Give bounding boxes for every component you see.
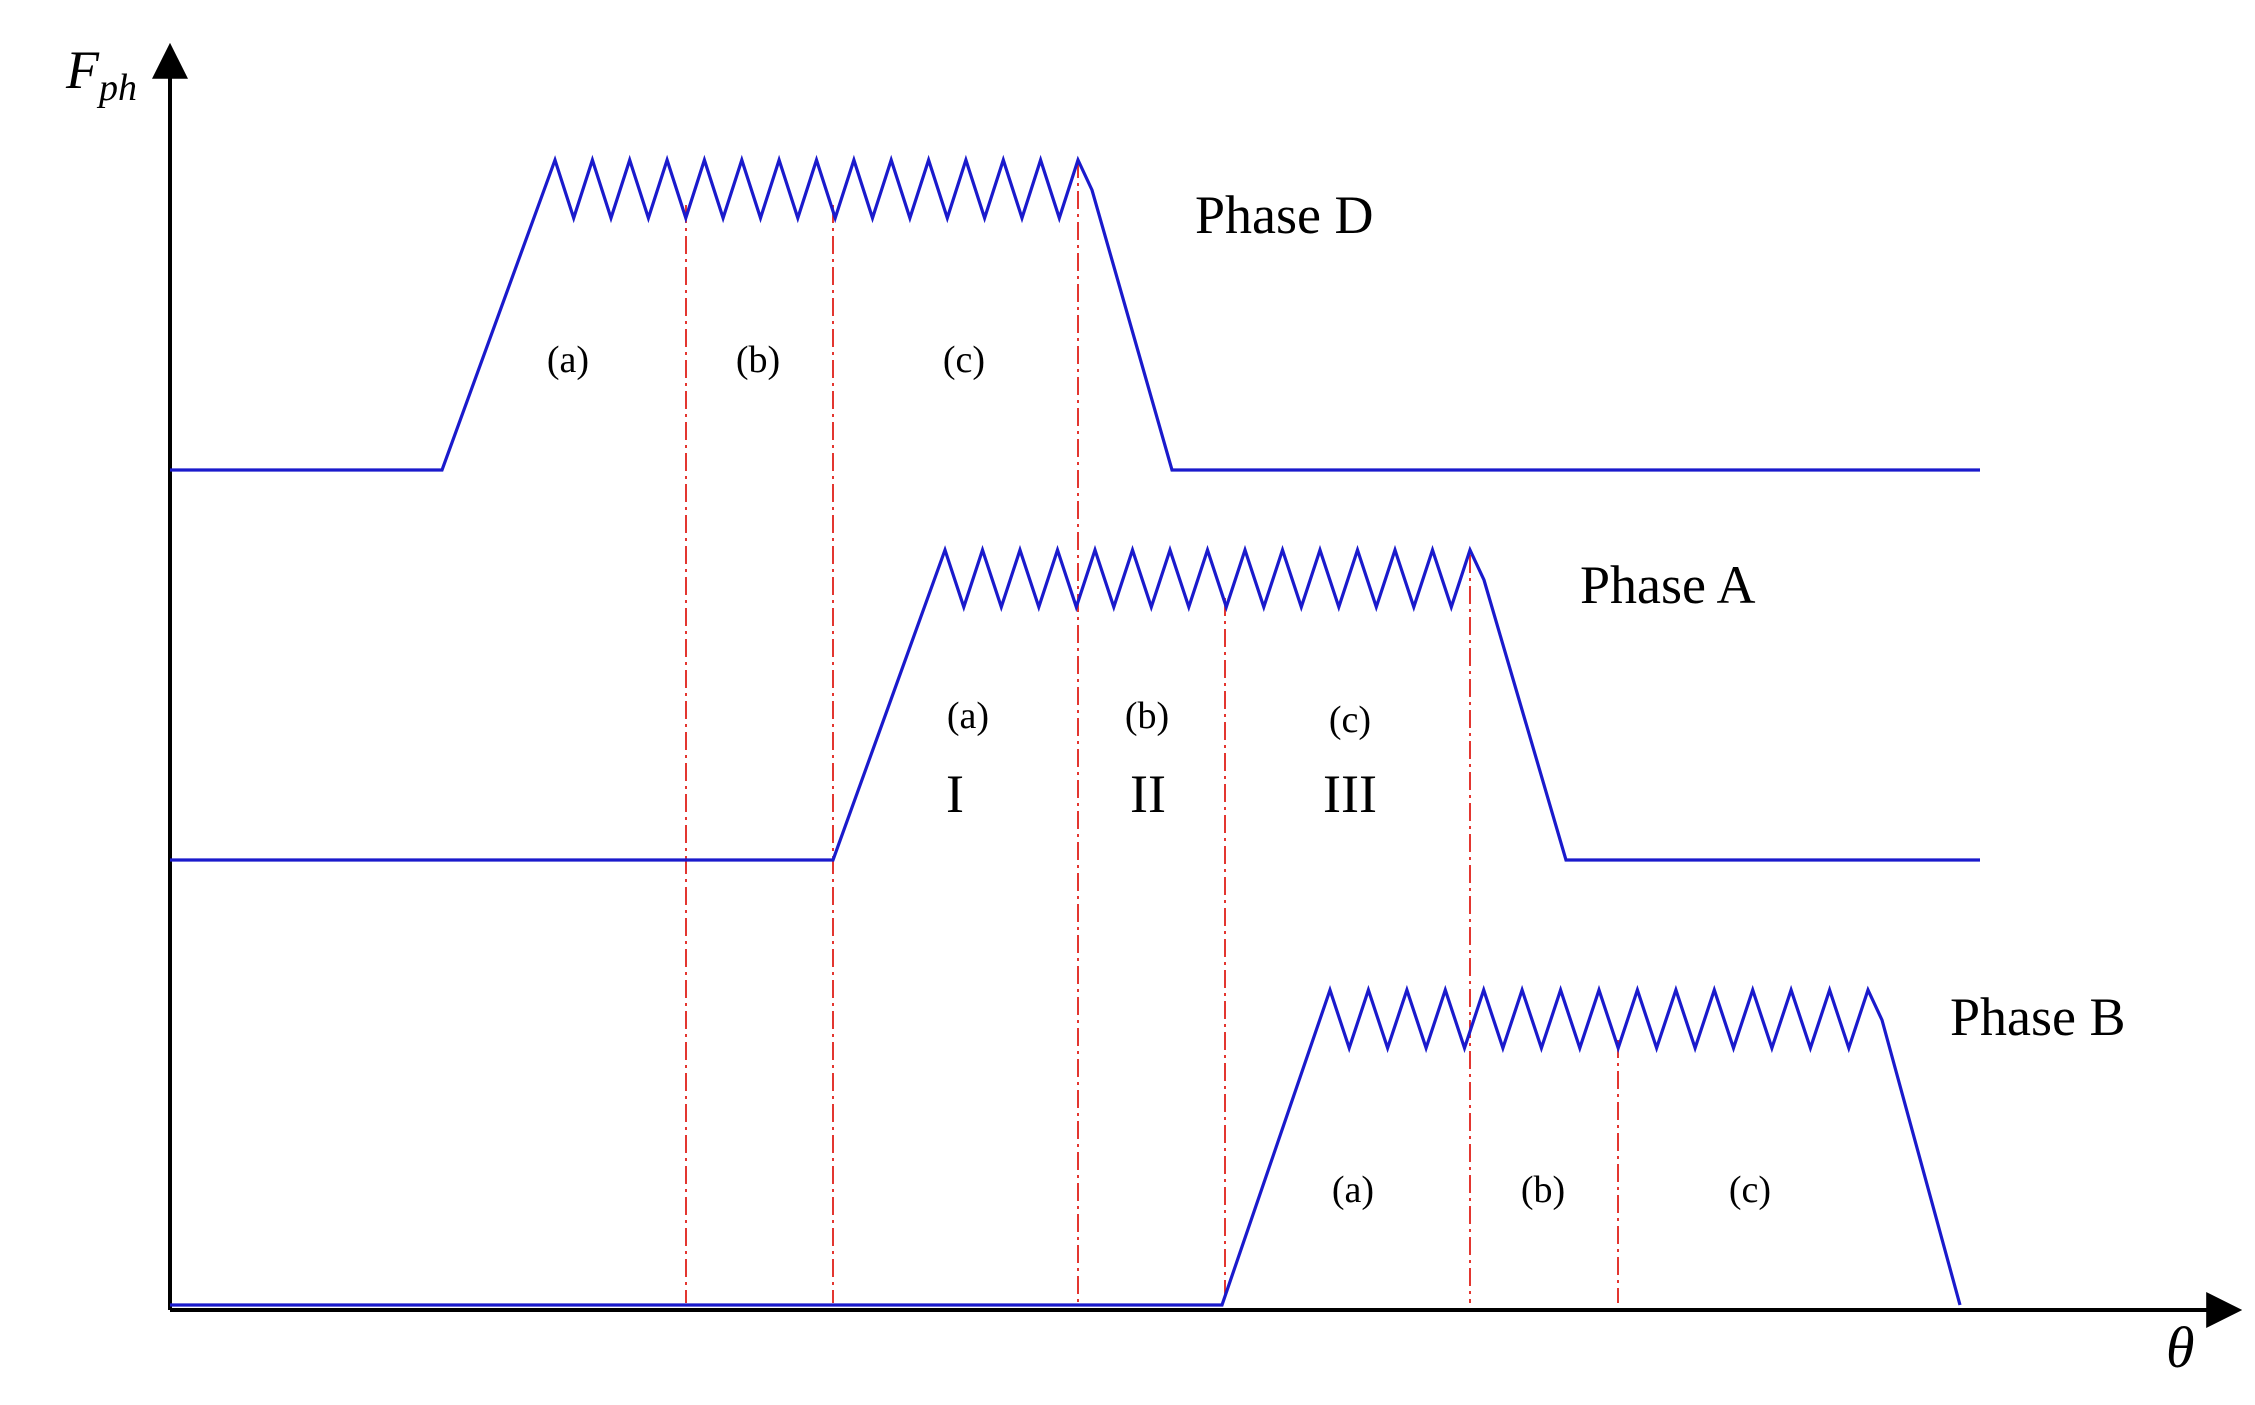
y-axis-label-main: F: [65, 40, 100, 100]
interval-dividers: [685, 160, 1619, 1303]
phase-a-region-1: I: [946, 764, 964, 824]
phase-a-label: Phase A: [1580, 555, 1756, 615]
phase-b-waveform: [170, 984, 1962, 1307]
phase-a-interval-c: (c): [1329, 699, 1371, 741]
y-axis-label-sub: ph: [96, 67, 137, 109]
phase-b-interval-c: (c): [1729, 1169, 1771, 1211]
phase-d-label: Phase D: [1195, 185, 1373, 245]
phase-d-interval-b: (b): [736, 339, 780, 381]
phase-b-label: Phase B: [1950, 987, 2126, 1047]
phase-d-interval-c: (c): [943, 339, 985, 381]
y-axis-label: Fph: [65, 40, 137, 109]
phase-a-interval-b: (b): [1125, 695, 1169, 737]
phase-a-interval-a: (a): [947, 695, 989, 737]
phase-d-group: Phase D (a) (b) (c): [170, 154, 1980, 472]
phase-d-interval-a: (a): [547, 339, 589, 381]
phase-b-group: Phase B (a) (b) (c): [170, 984, 2126, 1307]
phase-a-region-3: III: [1323, 764, 1377, 824]
phase-a-group: Phase A (a) (b) (c) I II III: [170, 544, 1980, 862]
phase-a-region-2: II: [1130, 764, 1166, 824]
x-axis-label: θ: [2166, 1315, 2195, 1380]
phase-b-interval-a: (a): [1332, 1169, 1374, 1211]
axes: Fph θ: [65, 40, 2243, 1380]
phase-b-interval-b: (b): [1521, 1169, 1565, 1211]
phase-a-waveform: [170, 544, 1980, 862]
phase-d-waveform: [170, 154, 1980, 472]
